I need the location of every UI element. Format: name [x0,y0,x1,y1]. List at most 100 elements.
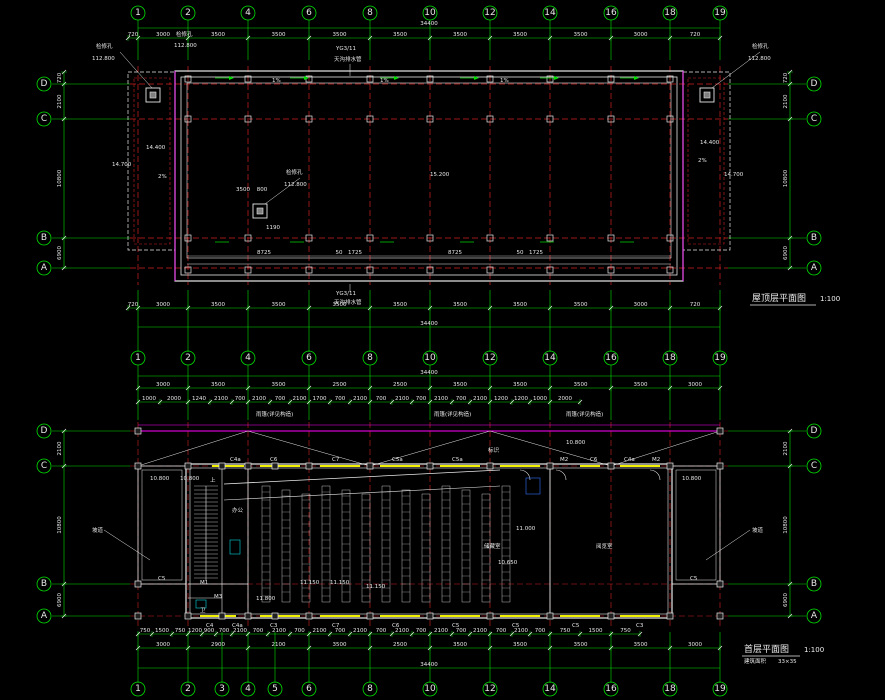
ground-left-dim-value: 10800 [57,516,63,534]
ground-top-subdim-value: 1240 [192,396,206,402]
axis-bubble-right-ground-A-circle [806,608,822,624]
axis-bubble-top-18-label: 18 [664,8,676,18]
dim-tick [169,631,175,637]
dim-tick [409,631,415,637]
dim-tick [135,385,141,391]
axis-bubble-right-roof-B-label: B [811,233,817,243]
roof-top-dim-value: 720 [128,32,139,38]
dim-tick [61,463,67,469]
dim-tick [787,428,793,434]
dim-tick [409,399,415,405]
dim-tick [389,399,395,405]
label-room-storage: 储藏室 [484,542,501,550]
label-elev-canopy: 10.800 [566,440,586,446]
roof-hatch-dim: 800 [257,187,268,193]
dim-tick [185,35,191,41]
label-ramp-right: 坡道 [752,526,764,534]
axis-bubble-right-roof-C-circle [806,111,822,127]
ground-bottom-dim-value: 3000 [156,642,170,648]
roof-parapet-column [546,75,554,83]
label-door-m2b: M2 [652,457,660,463]
axis-bubble-bottom-3-label: 3 [219,684,225,694]
axis-bubble-top-12-label: 12 [484,8,495,18]
dim-tick [347,631,353,637]
roof-parapet-column [666,75,674,83]
ground-column [184,462,192,470]
dim-tick [367,385,373,391]
slope-arrowhead [394,76,399,80]
label-drain-code-top: YG3/11 [335,46,356,52]
ground-right-dim-value: 10800 [783,516,789,534]
ground-top-subdim-value: 1000 [142,396,156,402]
label-hatch-left: 检修孔 [96,42,113,50]
label-drain-top: 天沟排水管 [334,55,362,63]
ground-top-subdim-value: 1200 [514,396,528,402]
dim-tick [265,631,271,637]
dim-tick [787,69,793,75]
axis-bubble-right-ground-C-label: C [811,461,817,471]
ground-top-subdim-value: 2000 [167,396,181,402]
axis-bubble-bottom-6-circle [301,681,317,697]
axis-bubble-left-roof-A-circle [36,260,52,276]
dim-tick [157,399,163,405]
leader-hatch-right [711,51,761,89]
ground-overall-dim-top: 34400 [420,370,438,376]
ground-bottom-subdim-value: 2100 [434,628,448,634]
roof-parapet-column [244,75,252,83]
roof-plan-scale: 1:100 [820,295,840,303]
axis-bubble-bottom-16-circle [603,681,619,697]
dim-tick [608,385,614,391]
ground-bottom-dim-value: 3000 [688,642,702,648]
ground-top-subdim-value: 2100 [473,396,487,402]
axis-bubble-right-ground-B-label: B [811,579,817,589]
dim-tick [467,631,473,637]
dim-tick [306,305,312,311]
roof-bottom-dim-value: 720 [128,302,139,308]
label-window-c5c: C5 [572,623,580,629]
dim-tick [61,581,67,587]
ground-bottom-subdim-value: 700 [335,628,346,634]
dim-tick [306,631,312,637]
dim-tick [125,35,131,41]
label-elev-side-right: 14.700 [724,172,744,178]
dim-tick [487,305,493,311]
ground-column [426,462,434,470]
roof-column [426,234,434,242]
ground-bottom-dim-value: 2900 [211,642,225,648]
axis-bubble-bottom-12-circle [482,681,498,697]
slope-arrowhead [474,76,479,80]
roof-right-dim-value: 10800 [783,169,789,187]
axis-bubble-top-2-label: 2 [185,8,191,18]
ground-column [666,462,674,470]
axis-bubble-bottom-8-label: 8 [367,684,373,694]
dim-tick [61,116,67,122]
ground-column [426,612,434,620]
roof-inner-dim-c2: 50 [517,250,524,256]
roof-column [184,234,192,242]
roof-column [305,115,313,123]
label-room-hall: 阅览室 [596,542,613,550]
dim-tick [125,305,131,311]
dim-tick [547,399,553,405]
leader-ramp-left [103,529,151,561]
label-window-c4a2: C4a [624,457,635,463]
axis-bubble-left-ground-C-label: C [41,461,47,471]
porch-right [671,465,721,585]
ground-bottom-subdim-value: 700 [496,628,507,634]
dim-tick [637,631,643,637]
roof-top-dim-value: 3500 [453,32,467,38]
ground-column [607,612,615,620]
roof-gutter-line [186,82,672,259]
ground-top-dim-value: 3000 [688,382,702,388]
ground-bottom-subdim-value: 2100 [272,628,286,634]
ground-bottom-dim-value: 3500 [513,642,527,648]
label-window-c5a: C5a [392,457,403,463]
ground-top-dim-value: 3500 [453,382,467,388]
annotation-layer: 检修孔112.800检修孔112.800检修孔112.800检修孔112.800… [92,30,840,665]
ground-top-dim-value: 3500 [574,382,588,388]
dim-tick [135,631,141,637]
shelf-stack [261,485,271,603]
dim-tick [245,305,251,311]
dim-tick [427,631,433,637]
